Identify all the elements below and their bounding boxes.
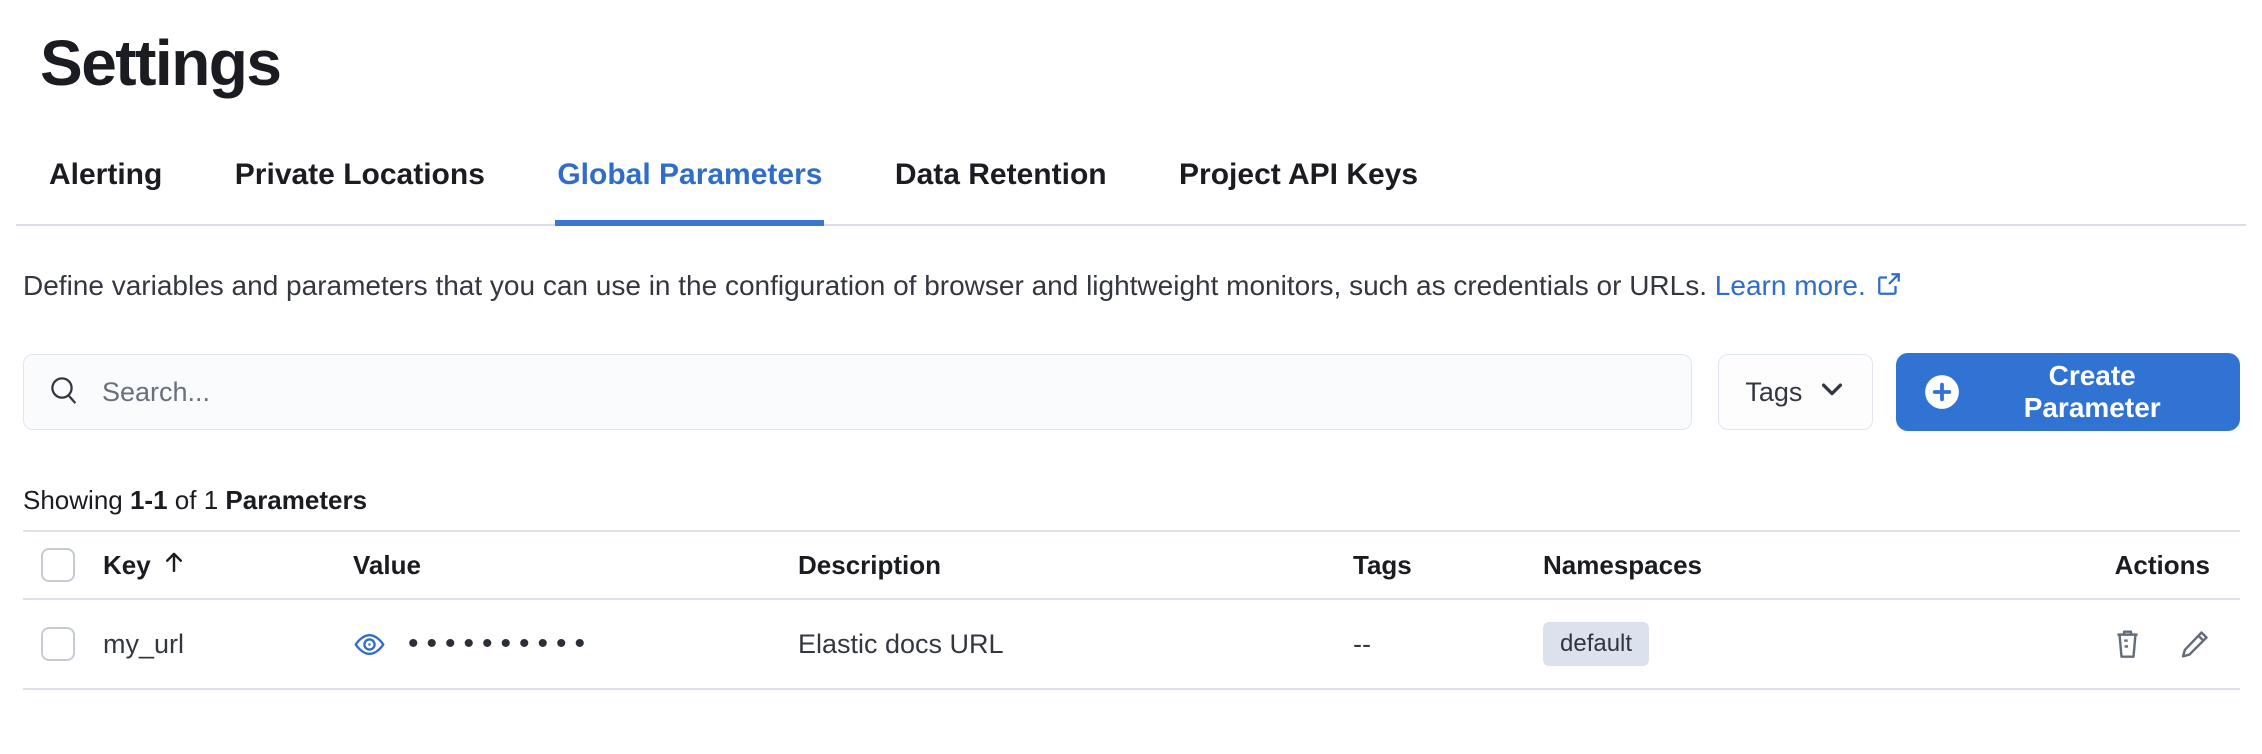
tab-project-api-keys[interactable]: Project API Keys bbox=[1179, 158, 1419, 191]
search-box[interactable] bbox=[23, 354, 1693, 430]
column-header-actions-label: Actions bbox=[2114, 549, 2210, 580]
tab-global-parameters[interactable]: Global Parameters bbox=[555, 152, 825, 226]
select-all-checkbox[interactable] bbox=[41, 548, 75, 582]
pencil-icon bbox=[2179, 629, 2210, 660]
learn-more-link[interactable]: Learn more. bbox=[1715, 270, 1902, 301]
edit-parameter-button[interactable] bbox=[2179, 629, 2210, 660]
row-actions-cell bbox=[1923, 629, 2240, 660]
column-header-namespaces-label: Namespaces bbox=[1543, 549, 1702, 580]
chevron-down-icon bbox=[1818, 375, 1846, 410]
create-parameter-button[interactable]: Create Parameter bbox=[1896, 353, 2240, 431]
column-header-description[interactable]: Description bbox=[778, 550, 1333, 581]
search-icon bbox=[48, 374, 80, 411]
column-header-value[interactable]: Value bbox=[333, 550, 778, 581]
page-title: Settings bbox=[40, 27, 282, 99]
column-header-key[interactable]: Key bbox=[83, 549, 333, 582]
column-header-namespaces[interactable]: Namespaces bbox=[1523, 550, 1923, 581]
sort-ascending-icon bbox=[161, 549, 187, 582]
select-all-cell bbox=[23, 548, 83, 582]
description-cell: Elastic docs URL bbox=[778, 629, 1333, 660]
value-cell: •••••••••• bbox=[333, 628, 778, 661]
eye-icon[interactable] bbox=[353, 628, 386, 661]
tags-filter-button[interactable]: Tags bbox=[1718, 354, 1874, 430]
settings-tab-bar: Alerting Private Locations Global Parame… bbox=[16, 152, 2246, 226]
caption-prefix: Showing bbox=[23, 485, 123, 515]
parameter-description: Elastic docs URL bbox=[798, 628, 1004, 659]
search-input[interactable] bbox=[102, 376, 1668, 408]
column-header-tags-label: Tags bbox=[1353, 549, 1412, 580]
column-header-key-label: Key bbox=[103, 549, 151, 580]
table-header-row: Key Value Description Tags Namespaces Ac… bbox=[23, 532, 2240, 600]
delete-parameter-button[interactable] bbox=[2112, 629, 2143, 660]
tab-alerting[interactable]: Alerting bbox=[49, 158, 163, 191]
plus-circle-icon bbox=[1924, 374, 1960, 410]
create-parameter-label: Create Parameter bbox=[2023, 360, 2161, 423]
tab-data-retention[interactable]: Data Retention bbox=[894, 158, 1107, 191]
column-header-description-label: Description bbox=[798, 549, 942, 580]
trash-icon bbox=[2112, 629, 2143, 660]
column-header-value-label: Value bbox=[353, 549, 421, 580]
column-header-tags[interactable]: Tags bbox=[1333, 550, 1523, 581]
namespaces-cell: default bbox=[1523, 622, 1923, 666]
parameters-table: Key Value Description Tags Namespaces Ac… bbox=[23, 530, 2240, 690]
page-description: Define variables and parameters that you… bbox=[23, 268, 2218, 305]
caption-range: 1-1 bbox=[129, 485, 168, 515]
caption-middle: of 1 bbox=[174, 485, 219, 515]
description-text: Define variables and parameters that you… bbox=[23, 270, 1708, 301]
namespace-badge: default bbox=[1543, 622, 1650, 666]
caption-entity: Parameters bbox=[225, 485, 368, 515]
external-link-icon bbox=[1876, 270, 1902, 305]
tags-filter-label: Tags bbox=[1745, 376, 1803, 407]
table-row: my_url •••••••••• Elastic docs URL -- de… bbox=[23, 600, 2240, 690]
parameters-toolbar: Tags Create Parameter bbox=[23, 353, 2240, 431]
learn-more-label: Learn more. bbox=[1714, 270, 1866, 301]
masked-value: •••••••••• bbox=[408, 627, 594, 660]
row-select-cell bbox=[23, 627, 83, 661]
tab-private-locations[interactable]: Private Locations bbox=[234, 158, 485, 191]
column-header-actions: Actions bbox=[1923, 550, 2240, 581]
results-caption: Showing 1-1 of 1 Parameters bbox=[23, 485, 2262, 516]
parameter-tags: -- bbox=[1353, 628, 1371, 659]
row-checkbox[interactable] bbox=[41, 627, 75, 661]
tags-cell: -- bbox=[1333, 629, 1523, 660]
parameter-key: my_url bbox=[103, 628, 185, 659]
key-cell: my_url bbox=[83, 629, 333, 660]
